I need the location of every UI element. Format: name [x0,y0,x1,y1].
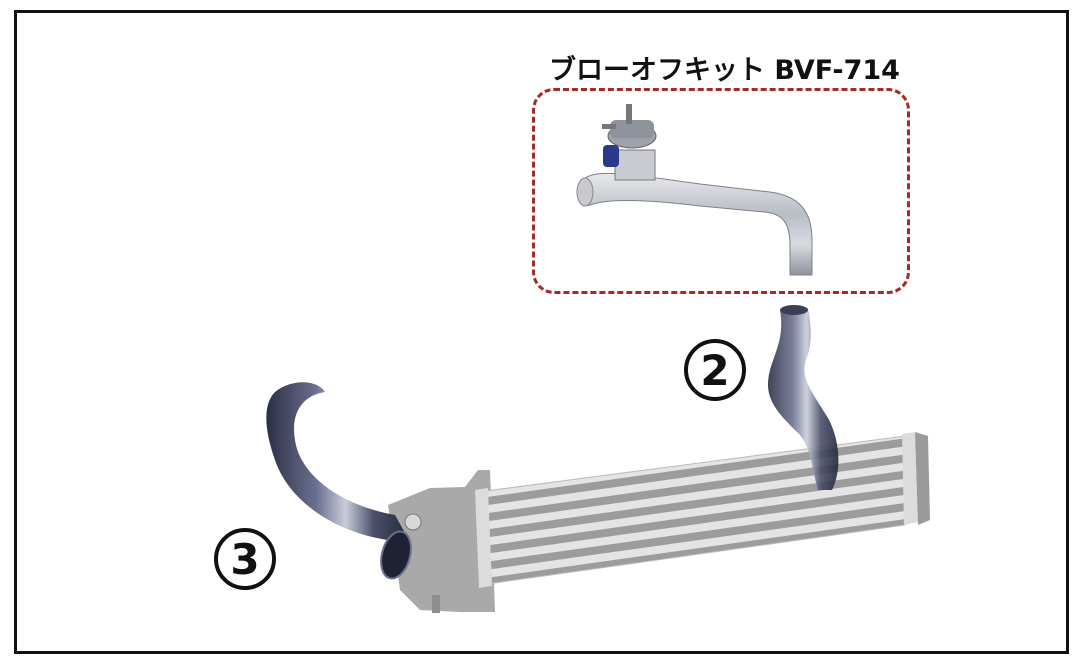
pipe-3-image [266,382,412,580]
intercooler-image [388,432,930,613]
callout-badge-3: 3 [214,528,276,590]
blow-off-valve-kit-image [576,104,813,276]
blow-off-kit-highlight-box [532,88,910,294]
kit-title: ブローオフキット BVF-714 [549,55,900,86]
callout-badge-2: 2 [684,339,746,401]
pipe-2-image [768,305,839,490]
